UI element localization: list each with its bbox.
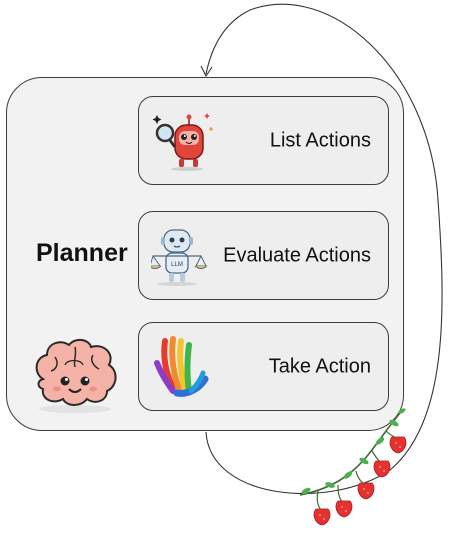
step-evaluate-actions[interactable]: LLM Evaluate Actions [138,211,389,300]
brain-mascot-icon [35,339,117,413]
step-take-action[interactable]: Take Action [138,322,389,411]
step-label: List Actions [269,129,371,151]
scales-robot-icon: LLM [151,229,208,286]
rainbow-hand-icon [154,336,209,397]
strawberry-vine-icon [299,408,407,526]
planner-title: Planner [36,239,128,267]
step-list-actions[interactable]: List Actions [138,96,389,185]
magnifier-robot-icon [152,113,213,171]
arrow-head-icon [200,65,213,78]
step-label: Take Action [268,355,371,377]
step-label: Evaluate Actions [223,244,371,266]
svg-text:LLM: LLM [171,262,183,268]
